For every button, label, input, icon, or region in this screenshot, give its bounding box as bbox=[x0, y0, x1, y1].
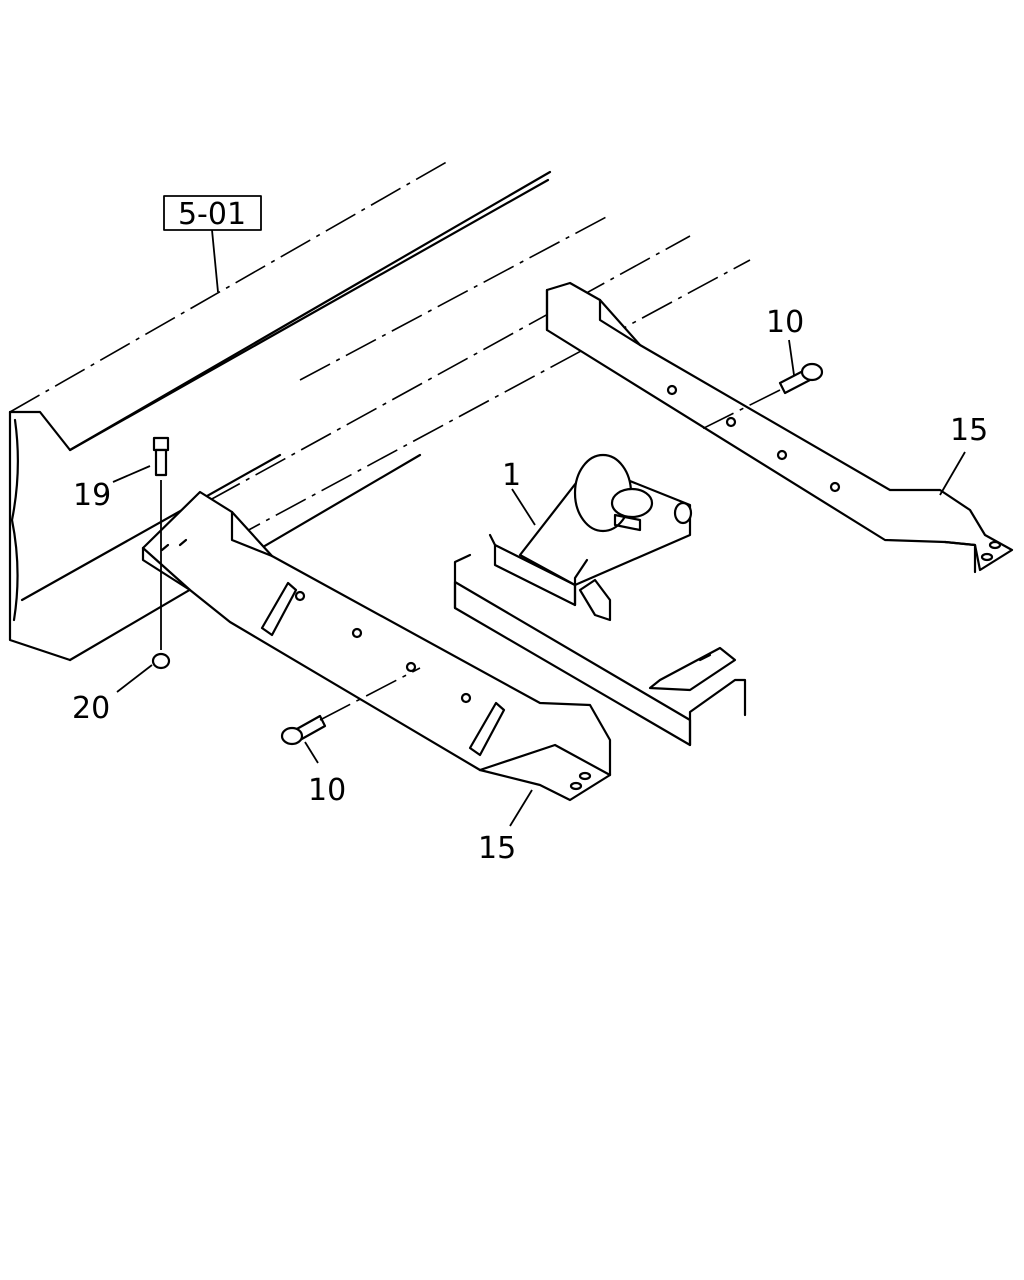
reference-box: 5-01 bbox=[163, 195, 262, 293]
callout-part-10-lower: 10 bbox=[308, 773, 346, 808]
frame-bracket-left bbox=[141, 490, 612, 802]
leader-lines bbox=[112, 339, 966, 827]
callout-part-20: 20 bbox=[72, 691, 110, 726]
callout-part-10-upper: 10 bbox=[766, 305, 804, 340]
bolt-19 bbox=[152, 436, 170, 650]
callout-part-15-lower: 15 bbox=[478, 831, 516, 866]
frame-rail bbox=[8, 159, 751, 662]
bolt-10-lower bbox=[280, 667, 421, 746]
nut-20 bbox=[151, 652, 171, 670]
reference-box-label: 5-01 bbox=[178, 197, 246, 232]
bolt-10-upper bbox=[699, 362, 824, 431]
callout-part-19: 19 bbox=[73, 478, 111, 513]
crossmember-channel bbox=[453, 553, 747, 747]
frame-bracket-right bbox=[545, 281, 1014, 574]
callout-part-15-upper: 15 bbox=[950, 413, 988, 448]
callout-part-1: 1 bbox=[502, 458, 521, 493]
center-bearing-assembly bbox=[488, 453, 693, 622]
